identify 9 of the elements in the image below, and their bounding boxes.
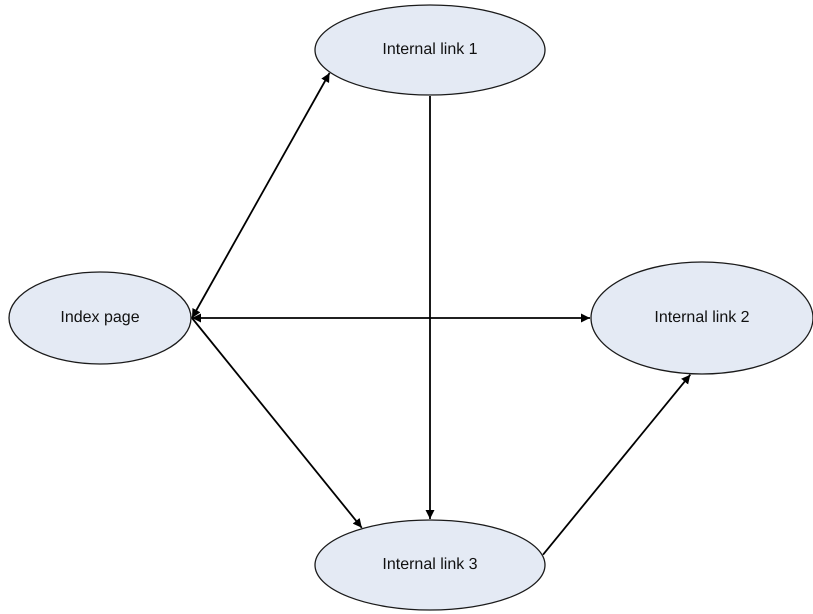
node-label: Internal link 2 [654, 309, 750, 327]
arrow [542, 374, 691, 556]
node-label: Internal link 1 [382, 41, 478, 59]
arrow [426, 96, 434, 519]
node-label: Internal link 3 [382, 556, 478, 574]
arrow [191, 317, 363, 528]
arrow [192, 314, 590, 322]
arrow [191, 72, 330, 318]
node-label: Index page [60, 309, 140, 327]
